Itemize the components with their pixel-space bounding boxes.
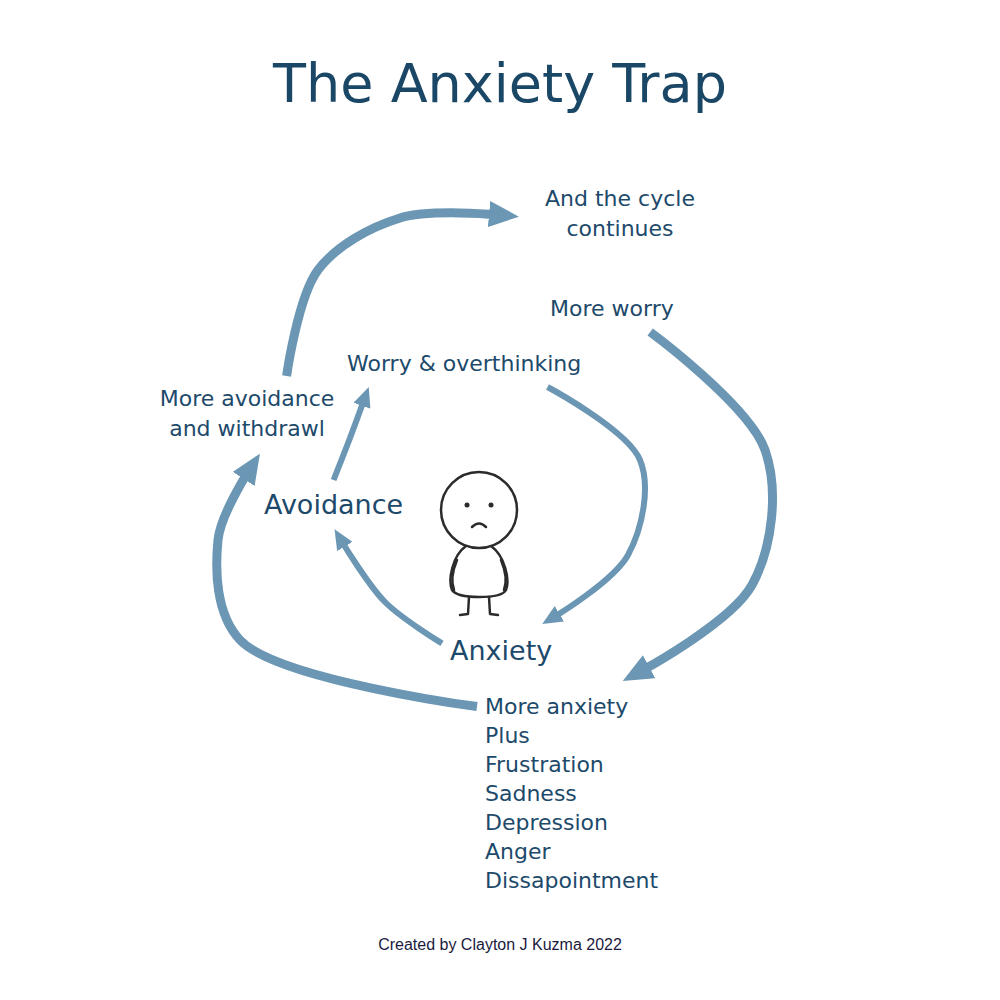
step-text: Sadness: [485, 779, 658, 808]
step-text: Avoidance: [264, 488, 403, 522]
cycle-step: Anxiety: [448, 632, 554, 670]
figure-eye: [489, 503, 494, 508]
figure-eye: [465, 503, 470, 508]
step-text: Anxiety: [450, 634, 552, 668]
cycle-step: More anxietyPlusFrustrationSadnessDepres…: [483, 690, 660, 897]
cycle-arrow: [217, 472, 477, 706]
cycle-arrow: [547, 387, 644, 616]
figure-mouth: [472, 524, 486, 528]
step-text: Dissapointment: [485, 866, 658, 895]
figure-head: [441, 472, 517, 548]
figure-arm: [452, 560, 457, 590]
connectors: [217, 213, 773, 707]
step-text: Plus: [485, 721, 658, 750]
cycle-step: And the cycle continues: [525, 182, 715, 246]
step-text: More worry: [550, 294, 674, 324]
cycle-step: More worry: [548, 292, 676, 326]
caption: Created by Clayton J Kuzma 2022: [0, 936, 1000, 954]
stick-figure: [441, 472, 517, 615]
step-text: Frustration: [485, 750, 658, 779]
cycle-arrow: [342, 542, 442, 643]
diagram-title: The Anxiety Trap: [0, 52, 1000, 117]
figure-arm: [501, 560, 506, 590]
cycle-step: Worry & overthinking: [345, 347, 583, 381]
cycle-step: More avoidance and withdrawl: [148, 382, 346, 446]
cycle-step: Avoidance: [262, 486, 405, 524]
step-text: Anger: [485, 837, 658, 866]
figure-leg: [460, 597, 469, 615]
figure-leg: [489, 597, 498, 615]
figure-body: [451, 546, 508, 597]
cycle-arrow: [642, 332, 772, 670]
cycle-arrow: [334, 401, 364, 480]
step-text: Worry & overthinking: [347, 349, 581, 379]
step-text: Depression: [485, 808, 658, 837]
step-text: More anxiety: [485, 692, 658, 721]
step-text: More avoidance and withdrawl: [150, 384, 344, 444]
step-text: And the cycle continues: [527, 184, 713, 244]
